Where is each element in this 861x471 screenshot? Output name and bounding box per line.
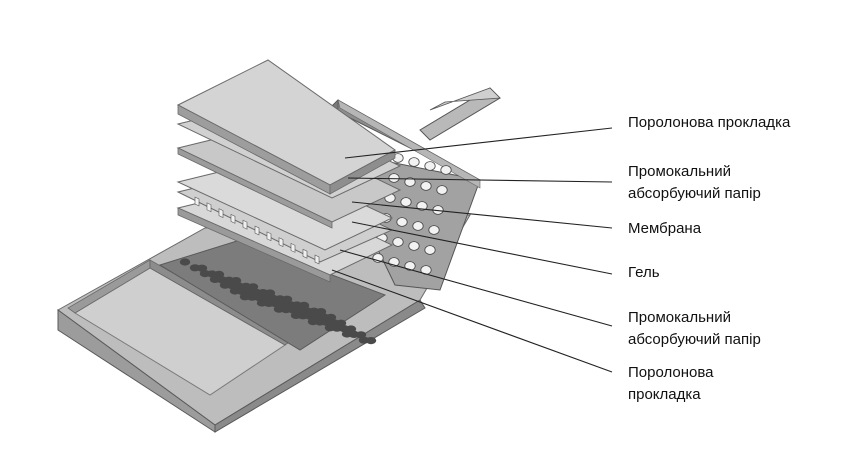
label-foam-bottom: Поролонова прокладка [628,362,714,406]
leader-line-blot-top [347,177,613,183]
lid-hole [428,225,440,235]
label-gel: Гель [628,262,660,284]
label-blot-bottom: Промокальний абсорбуючий папір [628,307,761,351]
comb-tooth [206,202,212,213]
lid-hole [388,173,400,183]
tray [57,214,471,433]
leader-line-membrane [351,201,613,229]
leader-line-foam-top [344,127,613,159]
tray-hole [256,299,268,307]
comb-tooth [242,219,248,230]
tray-hole [273,305,285,313]
leader-line-foam-bottom [331,269,613,373]
lid-hole [424,245,436,255]
lid-hole [404,177,416,187]
tray-hole [199,270,211,278]
tray-hole [229,287,241,295]
tray-front-right [214,299,426,433]
comb-tooth [254,225,260,236]
tray-hole [239,293,251,301]
lid-hole [412,221,424,231]
leader-lines [331,127,613,373]
comb-tooth [290,243,296,253]
tray-hole [189,264,201,272]
tray-hole [290,311,302,319]
tray-hole [307,318,319,326]
tray-hole [358,336,370,344]
tray-hole [179,258,191,266]
comb-tooth [194,196,200,207]
lid-hole [392,237,404,247]
tray-hole [219,281,231,289]
lid-hole [420,181,432,191]
sheet-foam-top-side [329,149,396,195]
sheet-membrane-edge [177,147,333,229]
lid-hole [424,161,436,171]
tray-hole [341,330,353,338]
lid-hole [400,197,412,207]
sheet-foam-bottom-edge [177,207,331,283]
label-blot-top: Промокальний абсорбуючий папір [628,161,761,205]
label-blot-bottom-line-1: Промокальний [628,309,731,326]
lid-hole [408,241,420,251]
lid-hole [436,185,448,195]
comb-tooth [314,254,320,265]
lid-hole [396,217,408,227]
comb-tooth [230,214,236,224]
lid-hole [408,157,420,167]
label-foam-top-line: Поролонова прокладка [628,114,791,131]
label-blot-top-line-2: абсорбуючий папір [628,185,761,202]
comb-teeth [194,196,320,265]
label-blot-top-line-1: Промокальний [628,163,731,180]
label-foam-top: Поролонова прокладка [628,112,790,134]
comb-tooth [266,231,272,242]
comb-tooth [278,237,284,247]
tray-hole [324,324,336,332]
latch-handle-end [429,87,501,111]
lid-hole [404,261,416,271]
label-foam-bottom-line-2: прокладка [628,386,701,403]
leader-line-blot-bottom [339,249,613,327]
comb-tooth [218,208,224,218]
label-blot-bottom-line-2: абсорбуючий папір [628,331,761,348]
lid-hole [440,165,452,175]
label-foam-bottom-line-1: Поролонова [628,364,714,381]
label-membrane: Мембрана [628,218,701,240]
tray-holes [179,258,377,345]
sheet-stack [176,59,402,283]
comb-tooth [302,248,308,259]
tray-hole [209,275,221,283]
label-gel-line: Гель [628,264,660,281]
label-membrane-line: Мембрана [628,220,702,237]
leader-line-gel [351,221,613,275]
